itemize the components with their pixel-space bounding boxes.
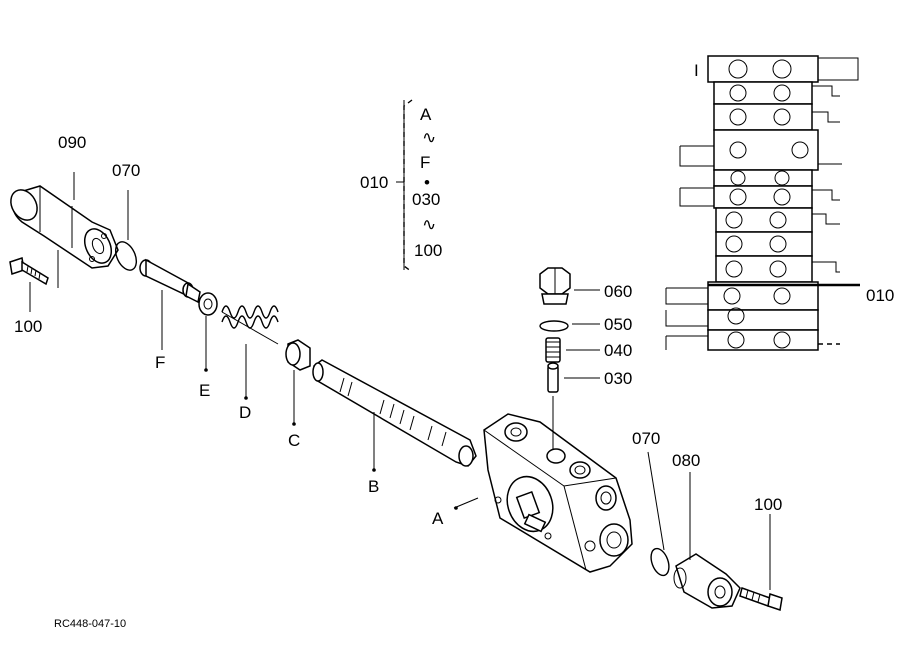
callout-060: 060 [604, 282, 632, 301]
part-070-oring-left [114, 241, 138, 271]
dot-B [372, 468, 376, 472]
letter-C: C [288, 431, 300, 450]
callout-090: 090 [58, 133, 86, 152]
bracket-item-1: A [420, 105, 432, 124]
part-100-bolt-left [9, 257, 49, 286]
callout-030: 030 [604, 369, 632, 388]
bracket-item-6: ∿ [422, 215, 436, 234]
callout-100-right: 100 [754, 495, 782, 514]
part-080-cap [673, 553, 741, 609]
bracket-item-7: 100 [414, 241, 442, 260]
dot-D [244, 396, 248, 400]
leader-A [453, 497, 479, 509]
callout-070-right: 070 [632, 429, 660, 448]
dot-A [454, 506, 458, 510]
part-030-poppet [547, 362, 559, 393]
letter-F: F [155, 353, 165, 372]
part-040-spring [545, 337, 561, 363]
bracket-list: A ∿ F • 030 ∿ 100 [396, 99, 442, 273]
letter-A: A [432, 509, 444, 528]
dot-C [292, 422, 296, 426]
valve-block-overview: I [665, 55, 860, 351]
callout-100-left: 100 [14, 317, 42, 336]
part-E-washer [198, 292, 218, 316]
leader-070-right [647, 451, 665, 551]
callout-010-bracket: 010 [360, 173, 388, 192]
part-B-spool [312, 359, 477, 467]
block-marker: I [694, 61, 699, 80]
letter-D: D [239, 403, 251, 422]
callout-050: 050 [604, 315, 632, 334]
letter-B: B [368, 477, 379, 496]
letter-E: E [199, 381, 210, 400]
callout-080: 080 [672, 451, 700, 470]
callout-010-block: 010 [866, 286, 894, 305]
bracket-item-3: F [420, 153, 430, 172]
part-100-bolt-right [739, 587, 783, 611]
bracket-item-5: 030 [412, 190, 440, 209]
part-C-collar [285, 339, 311, 371]
part-060-plug [539, 267, 571, 305]
part-050-oring [539, 320, 569, 332]
dot-E [204, 368, 208, 372]
part-D-spring [221, 305, 279, 345]
part-F-pin [139, 258, 201, 304]
part-090-cover [10, 185, 119, 269]
catalog-code: RC448-047-10 [54, 618, 126, 630]
part-A-valve-body [483, 413, 633, 573]
bracket-item-2: ∿ [422, 128, 436, 147]
bracket-item-4: • [424, 173, 430, 192]
callout-070-left: 070 [112, 161, 140, 180]
part-070-oring-right [650, 547, 670, 577]
callout-040: 040 [604, 341, 632, 360]
